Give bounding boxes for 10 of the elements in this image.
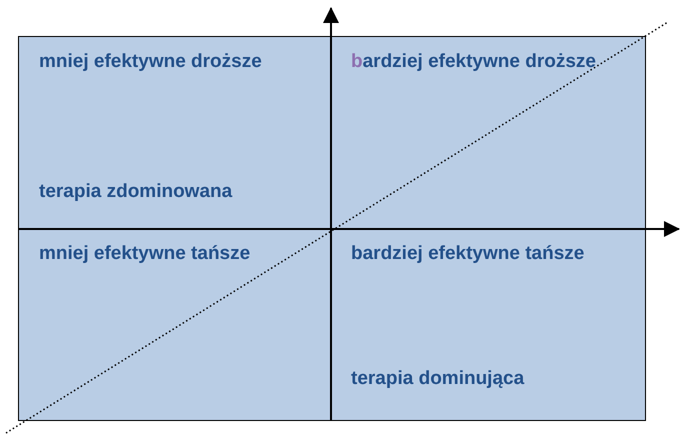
- quadrant-label: mniej efektywne droższe: [39, 50, 263, 74]
- quadrant-label: mniej efektywne tańsze: [39, 242, 252, 266]
- quadrant-label: bardziej efektywne droższe: [351, 50, 597, 74]
- quadrant-panel: [330, 228, 646, 421]
- quadrant-label: bardziej efektywne tańsze: [351, 242, 586, 266]
- therapy-label: terapia dominująca: [351, 367, 526, 391]
- quadrant-panel: [18, 36, 332, 230]
- quadrant-panel: [18, 228, 332, 421]
- quadrant-panel: [330, 36, 646, 230]
- therapy-label: terapia zdominowana: [39, 180, 234, 204]
